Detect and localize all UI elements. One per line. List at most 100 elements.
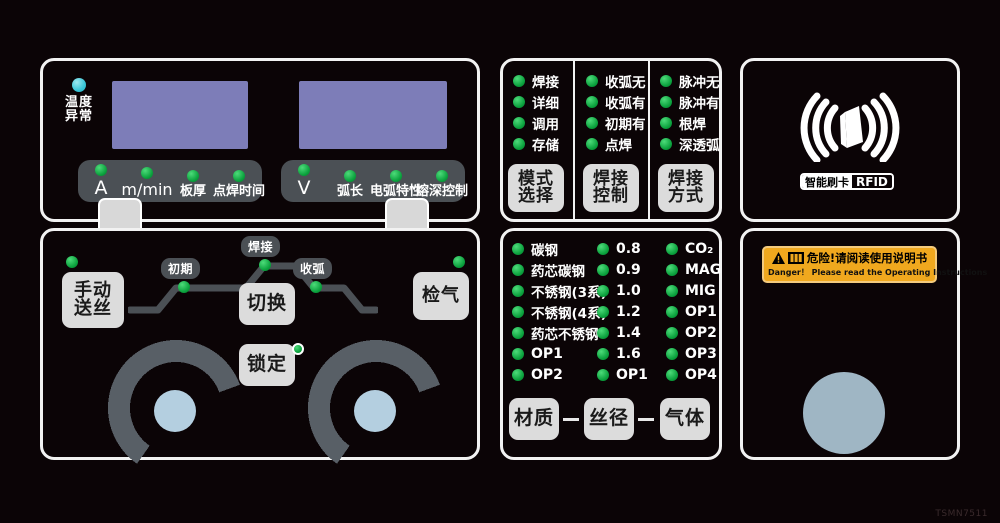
label-gas-3: OP1 — [685, 303, 717, 320]
led-stage-welding — [259, 259, 271, 271]
knob-right-dial[interactable] — [354, 390, 396, 432]
led-row-crater-on: 收弧有 — [586, 91, 646, 112]
led-row-pulse-on: 脉冲有 — [660, 91, 720, 112]
led-gas-op4 — [666, 368, 678, 381]
material-led-list: 碳钢 药芯碳钢 不锈钢(3系) 不锈钢(4系) 药芯不锈钢 OP1 OP2 — [512, 238, 607, 385]
temperature-alarm-indicator: 温度 异常 — [56, 78, 102, 123]
mode-divider-1 — [573, 58, 575, 222]
led-diameter-12 — [597, 305, 609, 318]
label-pulse-on: 脉冲有 — [679, 95, 720, 112]
lcd-display-left — [112, 81, 248, 149]
consumable-dash-2 — [638, 418, 654, 421]
indicator-cell-mmin: m/min — [121, 167, 173, 198]
power-rotary-switch[interactable] — [803, 372, 885, 454]
label-material-5: OP1 — [531, 345, 563, 362]
rfid-wave-glyph — [800, 92, 900, 164]
weld-control-label-line1: 焊接 — [593, 168, 629, 189]
label-amp: A — [94, 177, 108, 199]
led-row-gas-6: OP4 — [666, 364, 721, 385]
label-volt: V — [297, 177, 311, 199]
mode-select-button[interactable]: 模式 选择 — [508, 164, 564, 212]
led-row-diameter-2: 1.0 — [597, 280, 648, 301]
weld-control-label-line2: 控制 — [593, 186, 629, 206]
parameter-knob-left[interactable] — [106, 338, 246, 478]
label-root-weld: 根焊 — [679, 116, 706, 133]
led-row-diameter-3: 1.2 — [597, 301, 648, 322]
indicator-cell-plate-thickness: 板厚 — [170, 170, 216, 198]
led-row-material-5: OP1 — [512, 343, 607, 364]
led-row-material-3: 不锈钢(4系) — [512, 301, 607, 322]
led-row-mode-detail: 详细 — [513, 91, 559, 112]
wire-diameter-button[interactable]: 丝径 — [584, 398, 634, 440]
lock-button[interactable]: 锁定 — [239, 344, 295, 386]
label-gas-4: OP2 — [685, 324, 717, 341]
led-row-diameter-6: OP1 — [597, 364, 648, 385]
weld-method-button[interactable]: 焊接 方式 — [658, 164, 714, 212]
weld-sequence-path — [126, 262, 380, 314]
label-material-3: 不锈钢(4系) — [531, 305, 607, 322]
label-arc-length: 弧长 — [336, 184, 363, 199]
label-deep-arc: 深透弧 — [679, 137, 720, 154]
manual-wire-feed-button[interactable]: 手动 送丝 — [62, 272, 124, 328]
led-root-weld — [660, 116, 672, 129]
gas-led-list: CO₂ MAG MIG OP1 OP2 OP3 OP4 — [666, 238, 721, 385]
led-gas-co2 — [666, 242, 678, 255]
led-gas-op3 — [666, 347, 678, 360]
lock-button-label: 锁定 — [246, 353, 287, 376]
switch-button[interactable]: 切换 — [239, 283, 295, 325]
label-material-4: 药芯不锈钢 — [531, 326, 599, 343]
warning-top-row: 危险!请阅读使用说明书 — [768, 250, 931, 266]
model-watermark: TSMN7511 — [935, 509, 988, 519]
label-mode-detail: 详细 — [532, 95, 559, 112]
led-row-root-weld: 根焊 — [660, 112, 720, 133]
label-diameter-3: 1.2 — [616, 303, 641, 320]
label-gas-5: OP3 — [685, 345, 717, 362]
led-gas-check — [453, 256, 465, 268]
label-pulse-off: 脉冲无 — [679, 74, 720, 91]
label-mode-recall: 调用 — [532, 116, 559, 133]
label-material-6: OP2 — [531, 366, 563, 383]
gas-button[interactable]: 气体 — [660, 398, 710, 440]
led-material-carbon-steel — [512, 242, 524, 255]
led-initial-on — [586, 116, 598, 129]
led-row-diameter-0: 0.8 — [597, 238, 648, 259]
led-mode-recall — [513, 116, 525, 129]
led-row-gas-0: CO₂ — [666, 238, 721, 259]
rfid-badge-cn: 智能刷卡 — [802, 175, 852, 188]
temperature-alarm-label-line1: 温度 — [64, 95, 93, 110]
led-row-pulse-off: 脉冲无 — [660, 70, 720, 91]
mode-divider-2 — [648, 58, 650, 222]
label-material-2: 不锈钢(3系) — [531, 284, 607, 301]
led-stage-crater — [310, 281, 322, 293]
gas-check-label: 检气 — [422, 284, 460, 306]
rfid-card-icon — [795, 92, 905, 164]
stage-tag-welding: 焊接 — [241, 236, 281, 257]
indicator-cell-arc-characteristic: 电弧特性 — [370, 170, 422, 198]
led-row-crater-off: 收弧无 — [586, 70, 646, 91]
warning-text-cn: 危险!请阅读使用说明书 — [806, 251, 928, 265]
rfid-card-glyph — [840, 106, 863, 148]
gas-check-button[interactable]: 检气 — [413, 272, 469, 320]
label-spot-time: 点焊时间 — [213, 184, 266, 199]
led-material-op1 — [512, 347, 524, 360]
led-row-spot-weld: 点焊 — [586, 133, 646, 154]
led-row-diameter-1: 0.9 — [597, 259, 648, 280]
material-button-label: 材质 — [513, 407, 554, 430]
gas-button-label: 气体 — [664, 407, 705, 430]
rfid-badge-en: RFID — [852, 175, 892, 188]
indicator-cell-spot-time: 点焊时间 — [213, 170, 266, 199]
stage-tag-crater: 收弧 — [293, 258, 333, 279]
led-row-initial-on: 初期有 — [586, 112, 646, 133]
mode-select-label-line2: 选择 — [518, 186, 554, 206]
parameter-knob-right[interactable] — [306, 338, 446, 478]
led-diameter-09 — [597, 263, 609, 276]
knob-left-dial[interactable] — [154, 390, 196, 432]
warning-triangle-icon — [771, 252, 785, 264]
led-row-gas-1: MAG — [666, 259, 721, 280]
weld-control-button[interactable]: 焊接 控制 — [583, 164, 639, 212]
material-button[interactable]: 材质 — [509, 398, 559, 440]
label-spot-weld: 点焊 — [605, 137, 632, 154]
label-plate-thickness: 板厚 — [179, 184, 206, 199]
led-row-gas-4: OP2 — [666, 322, 721, 343]
led-manual-feed — [66, 256, 78, 268]
